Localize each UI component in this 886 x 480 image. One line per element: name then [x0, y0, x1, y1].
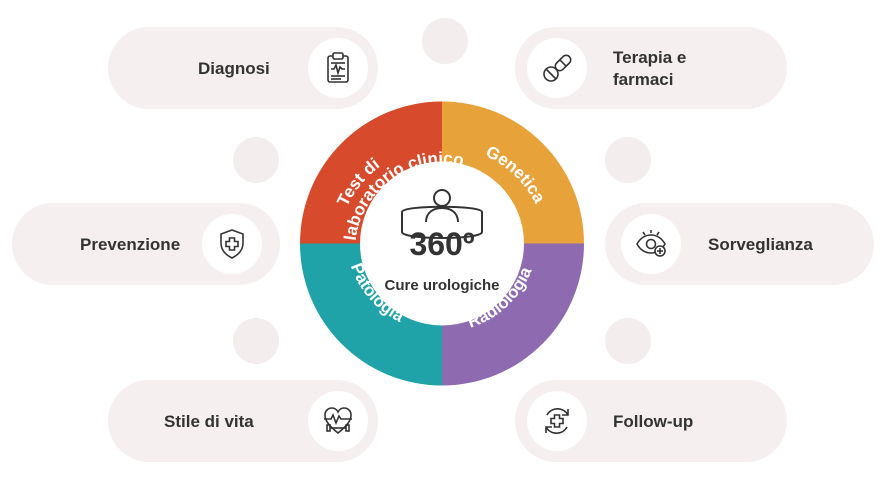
pill-stile-di-vita: Stile di vita — [108, 380, 378, 462]
cycle-cross-icon — [545, 408, 569, 434]
wheel-center — [380, 181, 504, 306]
pill-label-sorveglianza: Sorveglianza — [708, 235, 813, 254]
segment-genetica — [442, 101, 584, 244]
pills-icon — [543, 54, 572, 82]
pill-terapia: Terapia e farmaci — [515, 27, 787, 109]
heartbeat-dumbbell-icon — [324, 407, 352, 435]
decor-dot — [233, 318, 279, 364]
decor-dot — [605, 318, 651, 364]
center-label: Cure urologiche — [384, 277, 499, 294]
segment-test-laboratorio — [300, 101, 442, 244]
person-360-icon — [401, 189, 483, 239]
icon-circle-prevenzione — [202, 214, 262, 274]
eye-icon — [636, 230, 666, 257]
pill-label-diagnosi: Diagnosi — [198, 59, 270, 78]
pill-diagnosi: Diagnosi — [108, 27, 378, 109]
segment-patologia — [300, 243, 442, 386]
pill-label-followup: Follow-up — [613, 412, 694, 431]
clipboard-icon — [327, 52, 349, 83]
icon-circle-followup — [527, 391, 587, 451]
pill-sorveglianza: Sorveglianza — [605, 203, 874, 285]
pill-prevenzione: Prevenzione — [12, 203, 280, 285]
icon-circle-diagnosi — [308, 38, 368, 98]
pill-label-stile: Stile di vita — [164, 412, 254, 431]
center-number: 360º — [409, 226, 474, 262]
decor-dot — [605, 137, 651, 183]
icon-circle-sorveglianza — [621, 214, 681, 274]
decor-dot — [233, 137, 279, 183]
decor-dot — [422, 18, 468, 64]
pill-follow-up: Follow-up — [515, 380, 787, 462]
icon-circle-stile — [308, 391, 368, 451]
icon-circle-terapia — [527, 38, 587, 98]
pill-label-prevenzione: Prevenzione — [80, 235, 181, 254]
pill-label-terapia-1: Terapia e — [613, 48, 687, 67]
segment-radiologia — [442, 243, 584, 386]
shield-cross-icon — [220, 229, 244, 259]
pill-label-terapia-2: farmaci — [613, 70, 674, 89]
